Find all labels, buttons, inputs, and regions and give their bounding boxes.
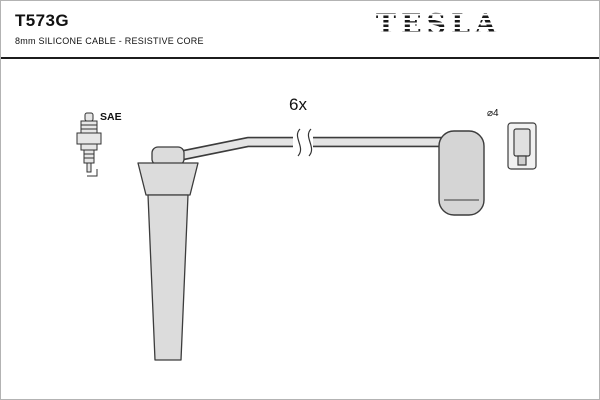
quantity-label: 6x	[289, 95, 307, 114]
spark-plug-boot-right	[438, 130, 485, 216]
spark-plug-boot-left	[137, 146, 199, 361]
ignition-leads-drawing	[76, 112, 537, 361]
sae-label: SAE	[100, 111, 122, 123]
terminal-icon	[507, 122, 537, 170]
brand-logo: TESLA	[375, 9, 502, 40]
cable-break-icon	[293, 128, 313, 157]
subtitle: 8mm SILICONE CABLE - RESISTIVE CORE	[15, 36, 204, 46]
header: T573G 8mm SILICONE CABLE - RESISTIVE COR…	[1, 1, 599, 57]
cable-lead	[168, 136, 459, 163]
terminal-diameter-label: ⌀4	[487, 108, 499, 119]
part-number: T573G	[15, 11, 69, 30]
header-left: T573G 8mm SILICONE CABLE - RESISTIVE COR…	[15, 11, 204, 46]
diagram: SAE 6x ⌀4	[1, 59, 599, 399]
header-divider	[1, 57, 599, 59]
spark-plug-icon	[76, 112, 102, 177]
